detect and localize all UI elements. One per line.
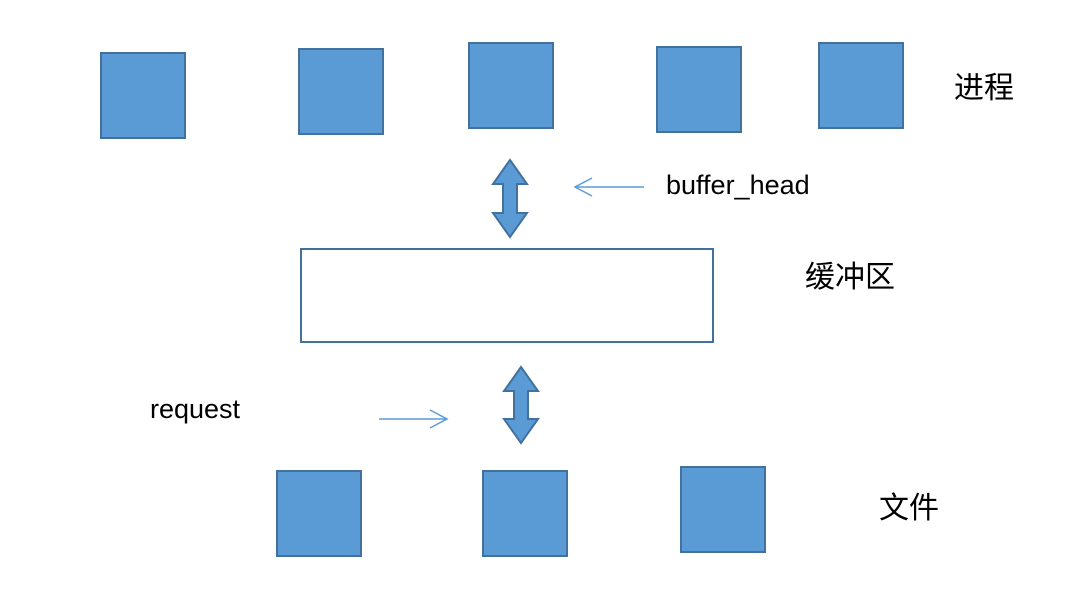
process-block xyxy=(468,42,554,129)
process-block xyxy=(818,42,904,129)
buffer-box xyxy=(300,248,714,343)
process-block xyxy=(656,46,742,133)
buffer-head-label: buffer_head xyxy=(666,170,810,200)
file-block xyxy=(276,470,362,557)
request-label: request xyxy=(150,394,241,424)
process-label: 进程 xyxy=(954,71,1014,106)
file-block xyxy=(680,466,766,553)
request-pointer-arrow-icon xyxy=(379,409,449,429)
file-block xyxy=(482,470,568,557)
file-row xyxy=(276,466,766,557)
buffer-label: 缓冲区 xyxy=(805,260,895,295)
process-row xyxy=(100,42,904,139)
file-label: 文件 xyxy=(879,491,939,526)
process-block xyxy=(298,48,384,135)
double-arrow-icon xyxy=(502,365,540,445)
process-block xyxy=(100,52,186,139)
double-arrow-icon xyxy=(491,158,529,239)
buffer-head-pointer-arrow-icon xyxy=(573,177,644,197)
